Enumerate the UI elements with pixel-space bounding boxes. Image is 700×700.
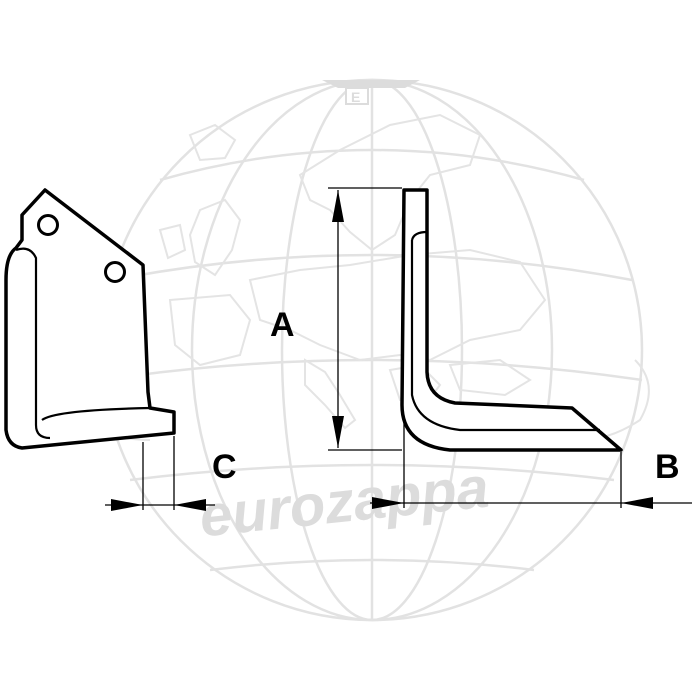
eurozappa-globe-logo: E [322, 80, 420, 105]
map-land [168, 293, 252, 367]
dimension-label-a: A [270, 306, 295, 344]
dimension-c: C [105, 436, 237, 511]
map-land [188, 123, 237, 162]
map-land [158, 223, 187, 260]
bolt-hole-icon [104, 261, 126, 283]
dimension-a: A [270, 187, 402, 451]
dimension-b: B [370, 420, 692, 509]
blade-side-view [4, 188, 176, 450]
dimension-label-c: C [212, 448, 237, 486]
arrow-down-icon [332, 416, 344, 448]
globe-parallel [209, 558, 535, 572]
blade-front-taper [410, 230, 428, 241]
dimension-label-b: B [655, 448, 680, 486]
map-land [304, 358, 357, 430]
watermark-globe: E eurozappa [69, 78, 650, 622]
map-land [298, 113, 482, 252]
blade-front-view [400, 188, 623, 452]
globe-parallel [159, 148, 585, 182]
arrow-left-icon [621, 497, 653, 509]
map-land [188, 198, 242, 277]
arrow-up-icon [332, 190, 344, 222]
blade-front-fold [410, 240, 600, 432]
globe-parallel [101, 358, 643, 382]
bolt-hole-icon [37, 214, 59, 236]
logo-letter: E [351, 89, 360, 105]
globe-parallel [129, 463, 615, 482]
blade-side-outline [4, 188, 176, 450]
blade-side-edge [41, 406, 151, 421]
blade-side-fold [15, 247, 51, 440]
arrow-left-icon [174, 499, 206, 511]
blade-front-outline [400, 188, 623, 452]
map-land [248, 248, 547, 362]
map-land [448, 358, 532, 397]
globe-parallel [111, 253, 633, 282]
arrow-right-icon [372, 497, 404, 509]
arrow-right-icon [111, 499, 143, 511]
